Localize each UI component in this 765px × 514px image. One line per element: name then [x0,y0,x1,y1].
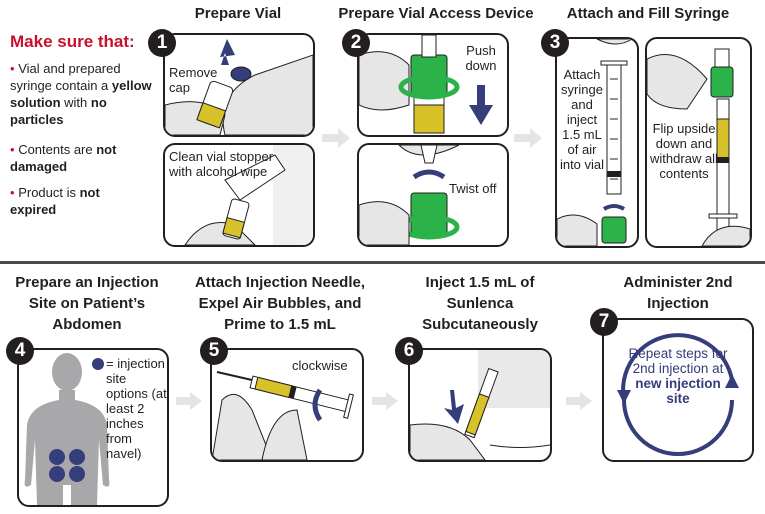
step4-abdomen-panel: = injection site options (at least 2 inc… [17,348,169,507]
checklist-bold: not expired [10,185,100,217]
step-badge-4: 4 [6,337,34,365]
step2-push-down-panel: Push down [357,33,509,137]
checklist-bold: yellow solution [10,78,152,110]
step3-inject-air-panel: Attach syringe and inject 1.5 mL of air … [555,37,639,248]
step1-remove-cap-text: Remove cap [169,65,218,95]
checklist-bold: not damaged [10,142,117,174]
section-title-access-device: Prepare Vial Access Device [338,5,534,22]
step2-push-down-text: Push down [465,43,497,73]
step2-twist-off-text: Twist off [449,181,497,196]
step-badge-2: 2 [342,29,370,57]
step7-repeat-panel: Repeat steps for 2nd injection at new in… [602,318,754,462]
arrow-down-icon [469,85,493,125]
step3-withdraw-text: Flip upside down and withdraw all conten… [650,121,718,181]
step-badge-1: 1 [148,29,176,57]
step6-inject-panel [408,348,552,462]
step6-title: Inject 1.5 mL of Sunlenca Subcutaneously [422,274,538,333]
step1-clean-stopper-text: Clean vial stopper with alcohol wipe [169,149,274,179]
repeat-cycle-icon [617,333,739,456]
checklist-text: Vial and prepared syringe contain a [10,61,121,93]
step7-repeat-text: Repeat steps for 2nd injection at new in… [628,346,728,406]
injection-site-legend-icon [92,358,104,370]
step-badge-5: 5 [200,337,228,365]
subcutaneous-injection-illustration [410,350,550,460]
twist-arrow-icon [412,169,446,180]
step1-remove-cap-panel: Remove cap [163,33,315,137]
checklist-heading: Make sure that: [10,32,135,51]
step7-title: Administer 2nd Injection [623,274,733,312]
checklist-text: with [60,95,91,110]
next-step-arrow-icon [372,392,398,410]
step5-prime-panel: clockwise [210,348,364,462]
next-step-arrow-icon [176,392,202,410]
syringe-prime-illustration [212,371,354,460]
step2-twist-off-panel: Twist off [357,143,509,247]
syringe-attach-illustration [557,39,633,246]
clockwise-arrow-icon [312,388,323,422]
step1-clean-stopper-panel: Clean vial stopper with alcohol wipe [163,143,315,247]
step-badge-7: 7 [590,308,618,336]
repeat-text: Repeat steps for 2nd injection at [628,346,728,376]
alcohol-wipe-illustration [184,145,313,245]
checklist-item: • Contents are not damaged [10,142,117,174]
twist-arrow-icon [602,204,626,211]
body-outline-illustration [24,353,110,505]
arrow-down-icon [444,390,464,424]
checklist-text: Product is [18,185,80,200]
step4-title: Prepare an Injection Site on Patient’s A… [15,274,159,333]
repeat-text-bold: new injection site [635,376,721,406]
step-badge-3: 3 [541,29,569,57]
syringe-withdraw-illustration [647,48,750,246]
arrow-up-icon [220,39,235,65]
step5-clockwise-text: clockwise [292,358,348,373]
step5-title: Attach Injection Needle, Expel Air Bubbl… [194,274,366,333]
checklist-bold: no particles [10,95,107,127]
next-step-arrow-icon [514,128,542,148]
section-title-fill-syringe: Attach and Fill Syringe [566,5,730,22]
section-divider [0,261,765,264]
section-title-prepare-vial: Prepare Vial [194,5,282,22]
checklist-text: Contents are [18,142,97,157]
vial-adapter-twist-illustration [359,145,460,245]
injection-site-markers [49,449,85,482]
next-step-arrow-icon [322,128,350,148]
vial-adapter-push-illustration [359,35,493,134]
step4-legend-text: = injection site options (at least 2 inc… [106,356,167,461]
step-badge-6: 6 [395,337,423,365]
next-step-arrow-icon [566,392,592,410]
step3-inject-air-text: Attach syringe and inject 1.5 mL of air … [559,67,605,172]
step3-withdraw-panel: Flip upside down and withdraw all conten… [645,37,752,248]
vial-cap-illustration [165,39,313,135]
checklist-item: • Vial and prepared syringe contain a ye… [10,61,152,127]
checklist-item: • Product is not expired [10,185,100,217]
